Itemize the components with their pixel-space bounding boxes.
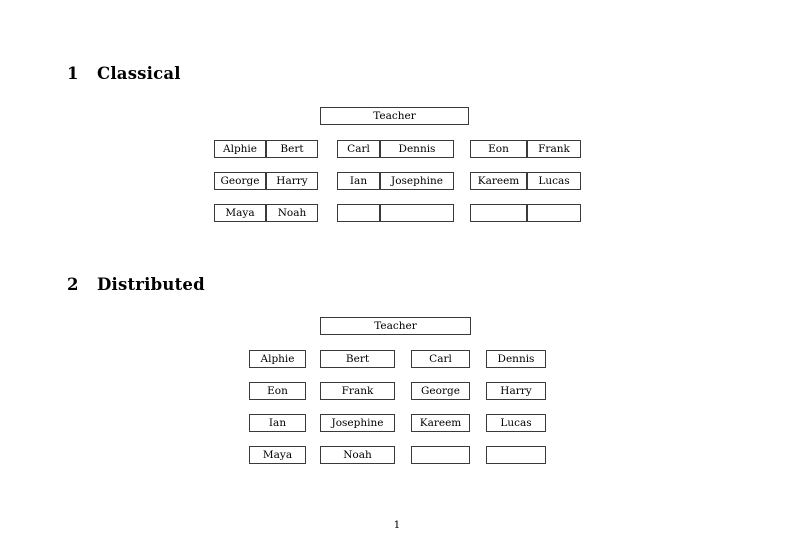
- table-cell[interactable]: Bert: [320, 350, 395, 368]
- table-cell[interactable]: Kareem: [411, 414, 470, 432]
- table-cell[interactable]: Harry: [486, 382, 546, 400]
- table-cell[interactable]: Harry: [266, 172, 318, 190]
- table-cell[interactable]: Frank: [320, 382, 395, 400]
- table-cell[interactable]: Alphie: [249, 350, 306, 368]
- table-cell[interactable]: Eon: [249, 382, 306, 400]
- table-cell[interactable]: [411, 446, 470, 464]
- table-cell[interactable]: [527, 204, 581, 222]
- table-cell[interactable]: Josephine: [320, 414, 395, 432]
- classical-group-2-row-1: Carl Dennis: [337, 140, 454, 158]
- table-cell[interactable]: Noah: [320, 446, 395, 464]
- table-cell[interactable]: George: [411, 382, 470, 400]
- classical-group-2-row-3: [337, 204, 454, 222]
- table-cell[interactable]: Maya: [214, 204, 266, 222]
- table-cell[interactable]: Josephine: [380, 172, 454, 190]
- table-cell[interactable]: Carl: [411, 350, 470, 368]
- classical-group-3-row-2: Kareem Lucas: [470, 172, 581, 190]
- classical-group-1-row-1: Alphie Bert: [214, 140, 318, 158]
- table-cell[interactable]: Bert: [266, 140, 318, 158]
- table-cell[interactable]: Maya: [249, 446, 306, 464]
- table-cell[interactable]: [337, 204, 380, 222]
- classical-group-3-row-3: [470, 204, 581, 222]
- table-cell[interactable]: Frank: [527, 140, 581, 158]
- section-title: Distributed: [97, 275, 205, 294]
- table-cell[interactable]: [470, 204, 527, 222]
- classical-group-2-row-2: Ian Josephine: [337, 172, 454, 190]
- table-cell[interactable]: Lucas: [527, 172, 581, 190]
- table-cell[interactable]: Carl: [337, 140, 380, 158]
- teacher-box-classical[interactable]: Teacher: [320, 107, 469, 125]
- table-cell[interactable]: Kareem: [470, 172, 527, 190]
- classical-group-3-row-1: Eon Frank: [470, 140, 581, 158]
- section-number: 1: [67, 64, 79, 83]
- page-number: 1: [393, 519, 401, 531]
- table-cell[interactable]: Dennis: [486, 350, 546, 368]
- table-cell[interactable]: George: [214, 172, 266, 190]
- section-number: 2: [67, 275, 79, 294]
- teacher-box-distributed[interactable]: Teacher: [320, 317, 471, 335]
- table-cell[interactable]: [380, 204, 454, 222]
- table-cell[interactable]: Alphie: [214, 140, 266, 158]
- table-cell[interactable]: Dennis: [380, 140, 454, 158]
- section-heading-classical: 1 Classical: [67, 64, 181, 83]
- section-heading-distributed: 2 Distributed: [67, 275, 205, 294]
- table-cell[interactable]: Ian: [249, 414, 306, 432]
- table-cell[interactable]: [486, 446, 546, 464]
- classical-group-1-row-2: George Harry: [214, 172, 318, 190]
- table-cell[interactable]: Ian: [337, 172, 380, 190]
- table-cell[interactable]: Noah: [266, 204, 318, 222]
- classical-group-1-row-3: Maya Noah: [214, 204, 318, 222]
- table-cell[interactable]: Eon: [470, 140, 527, 158]
- section-title: Classical: [97, 64, 181, 83]
- table-cell[interactable]: Lucas: [486, 414, 546, 432]
